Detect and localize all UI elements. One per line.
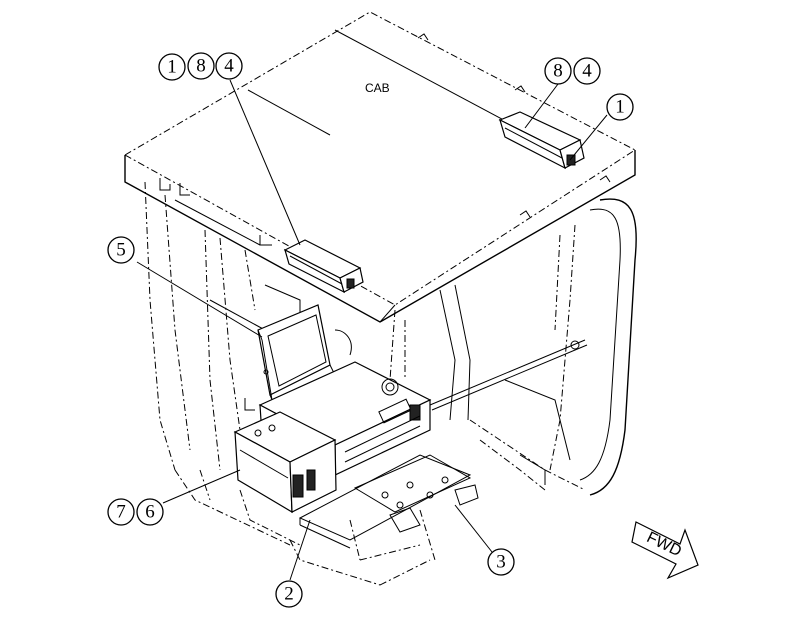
fwd-arrow: FWD — [631, 521, 699, 580]
callout-3: 3 — [487, 548, 515, 576]
callout-4-right: 4 — [573, 57, 601, 85]
callout-6: 6 — [136, 498, 164, 526]
roof-light-right — [498, 111, 585, 170]
callout-7: 7 — [107, 498, 135, 526]
svg-text:8: 8 — [196, 56, 206, 77]
callout-2: 2 — [275, 580, 303, 608]
leader-lines — [136, 79, 608, 581]
svg-text:3: 3 — [496, 552, 506, 573]
svg-text:4: 4 — [224, 56, 234, 77]
floor-plate — [298, 454, 479, 549]
callout-1-right: 1 — [606, 93, 634, 121]
svg-text:4: 4 — [582, 61, 592, 82]
svg-text:5: 5 — [116, 240, 126, 261]
svg-text:6: 6 — [145, 502, 155, 523]
svg-text:8: 8 — [553, 61, 563, 82]
callout-5: 5 — [107, 236, 135, 264]
cab-label: CAB — [365, 81, 390, 95]
svg-text:7: 7 — [116, 502, 126, 523]
monitor — [257, 304, 352, 403]
svg-text:1: 1 — [615, 97, 625, 118]
svg-text:2: 2 — [284, 584, 294, 605]
svg-text:1: 1 — [167, 57, 177, 78]
callout-1-left: 1 — [158, 53, 186, 81]
callout-4-left: 4 — [215, 52, 243, 80]
roof-light-left — [283, 239, 364, 294]
callout-8-left: 8 — [187, 52, 215, 80]
callout-8-right: 8 — [544, 57, 572, 85]
lower-console — [233, 398, 337, 514]
